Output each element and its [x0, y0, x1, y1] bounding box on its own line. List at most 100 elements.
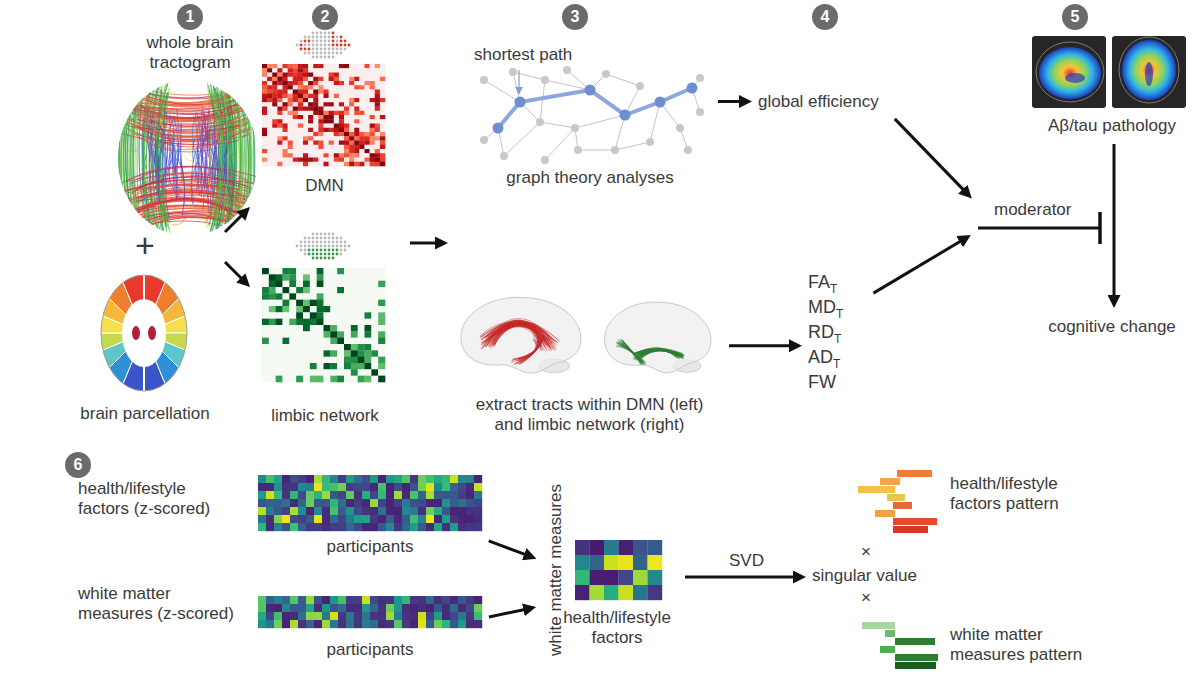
limbic-matrix [324, 350, 331, 357]
limbic-matrix [269, 300, 276, 307]
dmn-matrix [329, 90, 334, 95]
dmn-tract-brain [512, 338, 538, 360]
dmn-matrix [334, 115, 339, 120]
limbic-matrix [337, 338, 344, 345]
dmn-matrix [262, 85, 267, 90]
dmn-matrix [354, 158, 359, 163]
dmn-matrix [339, 90, 344, 95]
network-graph [615, 142, 650, 150]
dmn-matrix [308, 149, 313, 154]
limbic-brain-icon [320, 237, 323, 240]
dmn-matrix [308, 124, 313, 129]
dmn-matrix [365, 85, 370, 90]
limbic-matrix [330, 338, 337, 345]
limbic-matrix [296, 325, 303, 332]
dmn-matrix [283, 94, 288, 99]
health-heatmap [450, 483, 458, 491]
dmn-matrix [267, 111, 272, 116]
dmn-matrix [313, 136, 318, 141]
limbic-matrix [378, 376, 385, 383]
limbic-matrix [358, 369, 365, 376]
limbic-matrix [324, 357, 331, 364]
dmn-matrix [370, 85, 375, 90]
dmn-matrix [370, 111, 375, 116]
tractogram-image [201, 143, 206, 193]
dmn-brain-icon [316, 40, 319, 43]
dmn-matrix [272, 68, 277, 73]
health-heatmap [402, 507, 410, 515]
health-heatmap [274, 491, 282, 499]
dmn-matrix [303, 153, 308, 158]
health-heatmap [458, 475, 466, 483]
dmn-matrix [288, 149, 293, 154]
dmn-matrix [313, 162, 318, 167]
limbic-matrix [283, 268, 290, 275]
network-graph [655, 97, 666, 108]
dmn-matrix [334, 90, 339, 95]
tractogram-image [242, 84, 247, 232]
health-heatmap [290, 523, 298, 531]
dmn-matrix [308, 102, 313, 107]
limbic-matrix [269, 369, 276, 376]
dmn-matrix [262, 68, 267, 73]
dmn-matrix [277, 149, 282, 154]
limbic-matrix [296, 281, 303, 288]
tractogram-image [160, 140, 165, 197]
limbic-matrix [365, 350, 372, 357]
limbic-matrix [310, 268, 317, 275]
dmn-matrix [298, 94, 303, 99]
dmn-matrix [272, 111, 277, 116]
dmn-matrix [303, 102, 308, 107]
dmn-brain-icon [296, 44, 299, 47]
dmn-matrix [324, 162, 329, 167]
dmn-matrix [359, 90, 364, 95]
health-heatmap [394, 499, 402, 507]
limbic-brain-icon [300, 245, 303, 248]
dmn-matrix [308, 64, 313, 69]
limbic-matrix [337, 293, 344, 300]
dmn-matrix [262, 98, 267, 103]
health-heatmap [370, 515, 378, 523]
limbic-tract-brain [618, 342, 642, 361]
dmn-matrix [339, 98, 344, 103]
limbic-brain-icon [312, 249, 315, 252]
health-heatmap [394, 507, 402, 515]
dmn-matrix [344, 115, 349, 120]
dmn-matrix [334, 132, 339, 137]
dmn-matrix [318, 85, 323, 90]
dmn-brain-icon [312, 52, 315, 55]
flow-arrow [225, 213, 440, 282]
limbic-matrix [378, 369, 385, 376]
health-heatmap [426, 515, 434, 523]
health-heatmap [378, 515, 386, 523]
dmn-brain-icon [308, 52, 311, 55]
limbic-matrix [365, 357, 372, 364]
limbic-matrix [337, 350, 344, 357]
dmn-matrix [365, 128, 370, 133]
dmn-matrix [262, 128, 267, 133]
parcellation-image [148, 326, 156, 340]
tractogram-image [129, 185, 239, 192]
dmn-matrix [288, 136, 293, 141]
dmn-matrix [283, 158, 288, 163]
limbic-brain-icon [332, 253, 335, 256]
health-heatmap [410, 475, 418, 483]
health-heatmap [274, 523, 282, 531]
dmn-matrix [277, 128, 282, 133]
health-heatmap [322, 499, 330, 507]
limbic-matrix [283, 331, 290, 338]
limbic-matrix [344, 287, 351, 294]
limbic-matrix [283, 319, 290, 326]
health-heatmap [402, 499, 410, 507]
limbic-brain-icon [320, 233, 323, 236]
dmn-matrix [339, 77, 344, 82]
limbic-matrix [324, 268, 331, 275]
dmn-matrix [313, 149, 318, 154]
limbic-matrix [289, 376, 296, 383]
dmn-matrix [313, 158, 318, 163]
limbic-matrix [276, 325, 283, 332]
dmn-matrix [298, 85, 303, 90]
network-graph [484, 80, 520, 102]
health-heatmap [266, 491, 274, 499]
